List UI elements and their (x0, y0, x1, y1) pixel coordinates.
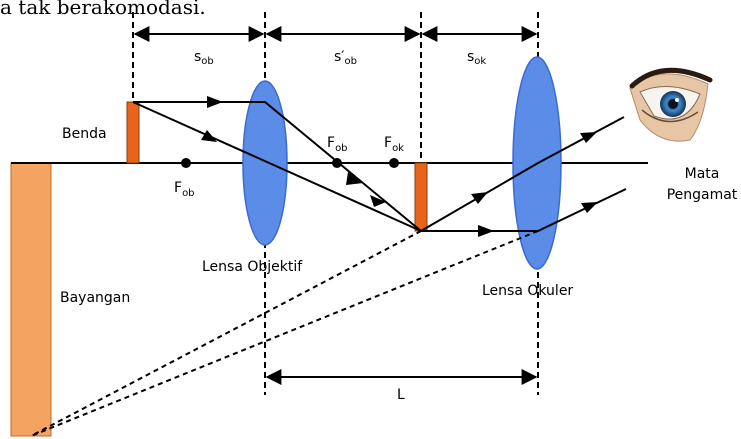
header-text: a tak berakomodasi. (0, 0, 206, 19)
ray-parallel (133, 101, 422, 232)
label-s-ob: sob (194, 49, 214, 67)
focal-point-ok (389, 158, 399, 168)
virtual-rays (30, 230, 539, 437)
arrowhead (346, 172, 363, 185)
label-s-ok: sok (467, 49, 486, 67)
virtual-ray-1 (30, 230, 422, 437)
label-lensa-objektif: Lensa Objektif (202, 259, 303, 275)
ray-arrowheads (201, 96, 598, 237)
arrowhead (478, 225, 494, 237)
label-benda: Benda (62, 126, 107, 142)
arrowhead (580, 132, 597, 143)
label-pengamat: Pengamat (667, 187, 738, 203)
guide-lines (132, 12, 539, 395)
label-mata: Mata (685, 166, 720, 182)
focal-point-ob-right (332, 158, 342, 168)
arrowhead (581, 202, 598, 213)
focal-point-ob-left (181, 158, 191, 168)
label-L: L (397, 387, 405, 403)
dimension-arrows (133, 26, 538, 385)
arrowhead (201, 130, 217, 142)
image-bayangan (10, 162, 52, 437)
label-f-ob-left: Fob (174, 180, 195, 199)
label-s-ob-prime: s′ob (334, 49, 357, 67)
label-f-ob-right: Fob (327, 135, 348, 154)
lens-objective (242, 80, 288, 246)
arrowhead (207, 96, 223, 108)
ray-center (132, 101, 422, 232)
intermediate-image (414, 162, 428, 232)
eye-icon (629, 67, 713, 142)
arrowhead (370, 195, 386, 207)
label-f-ok: Fok (384, 135, 404, 154)
arrowhead (471, 192, 488, 204)
label-lensa-okuler: Lensa Okuler (482, 283, 573, 299)
object-benda (126, 101, 140, 164)
virtual-ray-2 (30, 230, 539, 437)
label-bayangan: Bayangan (60, 290, 130, 306)
